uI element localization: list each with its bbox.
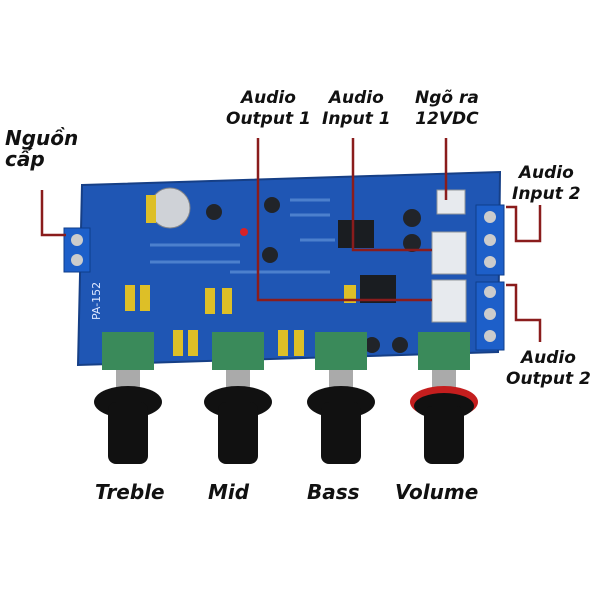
board-model-text: PA-152 bbox=[90, 282, 103, 320]
label-12vdc-output: Ngõ ra 12VDC bbox=[415, 88, 479, 130]
label-audio-output-2: Audio Output 2 bbox=[506, 348, 591, 390]
label-bass: Bass bbox=[307, 480, 360, 504]
label-mid: Mid bbox=[208, 480, 250, 504]
label-power-supply: Nguồn cấp bbox=[5, 128, 78, 170]
label-line: Audio bbox=[518, 163, 574, 183]
label-line: cấp bbox=[5, 147, 45, 171]
label-line: Input 1 bbox=[322, 109, 391, 129]
label-line: Input 2 bbox=[512, 184, 581, 204]
label-line: Output 2 bbox=[506, 369, 591, 389]
label-line: Nguồn bbox=[5, 126, 79, 150]
label-line: Output 1 bbox=[226, 109, 311, 129]
leader-lines bbox=[40, 138, 542, 342]
label-volume: Volume bbox=[395, 480, 479, 504]
label-line: Audio bbox=[328, 88, 384, 108]
label-line: 12VDC bbox=[415, 109, 479, 129]
label-line: Audio bbox=[520, 348, 576, 368]
label-treble: Treble bbox=[95, 480, 165, 504]
label-audio-output-1: Audio Output 1 bbox=[226, 88, 311, 130]
label-line: Audio bbox=[240, 88, 296, 108]
label-audio-input-1: Audio Input 1 bbox=[322, 88, 391, 130]
label-audio-input-2: Audio Input 2 bbox=[512, 163, 581, 205]
label-line: Ngõ ra bbox=[415, 88, 479, 108]
knobs bbox=[94, 386, 478, 464]
components bbox=[125, 187, 467, 356]
